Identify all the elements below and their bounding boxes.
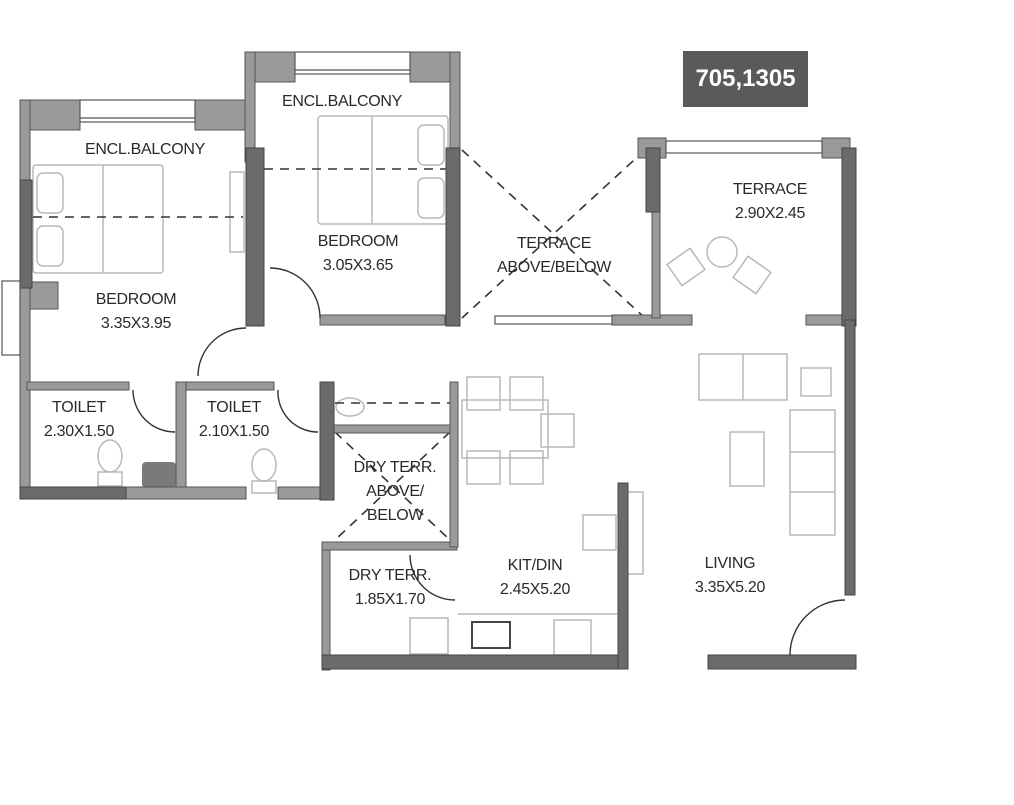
dashed-lines — [33, 149, 646, 541]
room-size: 3.35X3.95 — [100, 315, 172, 332]
room-label-dry-terr: DRY TERR. 1.85X1.70 — [349, 564, 432, 612]
windows — [1, 51, 823, 356]
room-size: 2.45X5.20 — [499, 581, 571, 598]
room-size: 2.90X2.45 — [734, 205, 806, 222]
kitchen-sink — [471, 621, 511, 649]
room-size: 3.35X5.20 — [694, 579, 766, 596]
room-size: 1.85X1.70 — [354, 591, 426, 608]
room-label-terrace: TERRACE 2.90X2.45 — [732, 178, 808, 226]
room-label-living: LIVING 3.35X5.20 — [694, 552, 766, 600]
unit-area-badge: 705,1305 — [683, 51, 808, 107]
room-label-dry-terr-above-below: DRY TERR. ABOVE/BELOW — [354, 456, 437, 528]
furniture — [32, 115, 836, 656]
room-label-toilet-2: TOILET 2.10X1.50 — [198, 396, 270, 444]
room-size: 2.10X1.50 — [198, 423, 270, 440]
room-name: TOILET — [52, 399, 106, 416]
room-name: DRY TERR. — [353, 459, 437, 476]
shower-tank — [142, 462, 176, 488]
room-name: ENCL.BALCONY — [282, 93, 402, 110]
room-size: 2.30X1.50 — [43, 423, 115, 440]
room-name: DRY TERR. — [348, 567, 432, 584]
room-name: ENCL.BALCONY — [85, 141, 205, 158]
room-label-bedroom-2: BEDROOM 3.05X3.65 — [318, 230, 399, 278]
room-label-encl-balcony-2: ENCL.BALCONY — [282, 90, 402, 114]
room-name: TERRACE — [516, 235, 592, 252]
room-name: TOILET — [207, 399, 261, 416]
room-name: BEDROOM — [317, 233, 399, 250]
room-label-toilet-1: TOILET 2.30X1.50 — [43, 396, 115, 444]
room-name: BEDROOM — [95, 291, 177, 308]
room-label-bedroom-1: BEDROOM 3.35X3.95 — [96, 288, 177, 336]
room-label-encl-balcony-1: ENCL.BALCONY — [85, 138, 205, 162]
room-size: 3.05X3.65 — [322, 257, 394, 274]
walls-light — [19, 51, 851, 671]
room-size: ABOVE/BELOW — [496, 259, 612, 276]
room-name: TERRACE — [732, 181, 808, 198]
walls-dark — [19, 147, 857, 670]
room-label-kit-din: KIT/DIN 2.45X5.20 — [499, 554, 571, 602]
room-label-terrace-above-below: TERRACE ABOVE/BELOW — [497, 232, 611, 280]
room-name: LIVING — [704, 555, 756, 572]
room-name: KIT/DIN — [507, 557, 563, 574]
room-extra: BELOW — [366, 507, 424, 524]
room-size: ABOVE/ — [366, 483, 424, 500]
doors — [132, 267, 846, 656]
